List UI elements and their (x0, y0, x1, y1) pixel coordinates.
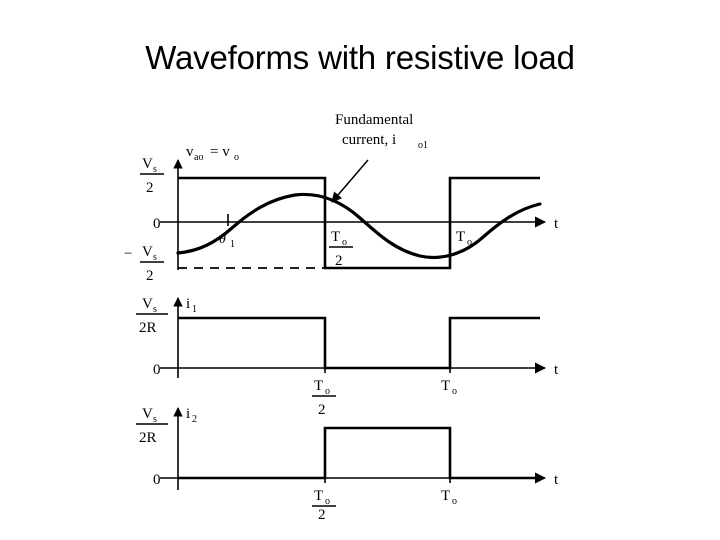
i2-y-label-denominator: 2R (139, 430, 157, 446)
i1-y-label-numerator: V (142, 296, 153, 312)
i2-x-label-half-period-numerator: T (314, 488, 323, 504)
i1-x-label-half-period-numerator: T (314, 378, 323, 394)
plot-output-voltage: Fundamental current, i o1 v ao = v o V s… (124, 112, 559, 284)
i1-signal-label: i 1 (186, 296, 197, 315)
i2-x-label-half-period-denominator: 2 (318, 507, 326, 520)
i1-x-label-half-period-numerator-sub: o (325, 386, 330, 397)
i1-y-label-amplitude: V s 2R (136, 296, 168, 336)
i2-signal-label: i 2 (186, 406, 197, 425)
i2-x-label-half-period-numerator-sub: o (325, 496, 330, 507)
i2-y-label-numerator: V (142, 406, 153, 422)
voltage-x-label-half-period-numerator-sub: o (342, 237, 347, 248)
fundamental-current-arrow (331, 159, 369, 203)
voltage-signal-label-sub-o: o (234, 152, 239, 163)
i1-x-label-half-period-denominator: 2 (318, 402, 326, 418)
i2-y-label-amplitude: V s 2R (136, 406, 168, 446)
voltage-x-label-period: T o (456, 229, 472, 248)
annotation-line-2-text: current, i (342, 132, 396, 148)
i1-y-label-numerator-sub: s (153, 304, 157, 315)
voltage-y-label-negative-sign: − (124, 246, 132, 262)
voltage-signal-label-sub-ao: ao (194, 152, 203, 163)
waveform-figure: Fundamental current, i o1 v ao = v o V s… (120, 110, 610, 520)
voltage-x-label-period-text: T (456, 229, 465, 245)
waveform-svg: Fundamental current, i o1 v ao = v o V s… (124, 112, 559, 520)
annotation-line-2: current, i o1 (342, 132, 428, 151)
voltage-axis-label-t: t (554, 216, 559, 232)
i1-y-label-denominator: 2R (139, 320, 157, 336)
voltage-y-label-negative-numerator: V (142, 244, 153, 260)
fundamental-current-sine (176, 192, 542, 260)
annotation-line-1: Fundamental (335, 112, 413, 128)
theta1-symbol: θ (219, 232, 226, 247)
i1-signal-label-text: i (186, 296, 190, 312)
i1-signal-label-subscript: 1 (192, 304, 197, 315)
i1-y-label-zero: 0 (153, 362, 161, 378)
voltage-x-label-period-sub: o (467, 237, 472, 248)
i1-x-label-half-period: T o 2 (312, 378, 336, 418)
voltage-signal-label-equals-v: = v (210, 144, 230, 160)
annotation-line-2-subscript: o1 (418, 140, 428, 151)
i2-y-label-zero: 0 (153, 472, 161, 488)
i2-x-label-period-sub: o (452, 496, 457, 507)
plot-current-i1: i 1 V s 2R 0 T o 2 T o t (136, 296, 559, 418)
i2-y-label-numerator-sub: s (153, 414, 157, 425)
i2-signal-label-text: i (186, 406, 190, 422)
i2-x-label-half-period: T o 2 (312, 488, 336, 520)
voltage-y-label-positive-numerator: V (142, 156, 153, 172)
voltage-y-label-negative: − V s 2 (124, 244, 164, 284)
voltage-signal-label-v: v (186, 144, 194, 160)
voltage-y-label-zero: 0 (153, 216, 161, 232)
i2-waveform (178, 426, 540, 480)
output-voltage-waveform (178, 176, 540, 270)
voltage-y-label-positive: V s 2 (140, 156, 164, 196)
i2-x-label-period-text: T (441, 488, 450, 504)
voltage-y-label-positive-denominator: 2 (146, 180, 154, 196)
theta1-subscript: 1 (230, 239, 235, 250)
i1-waveform (178, 316, 540, 370)
voltage-x-label-half-period-denominator: 2 (335, 253, 343, 269)
voltage-x-label-half-period: T o 2 (329, 229, 353, 269)
theta1-label: θ 1 (219, 232, 235, 250)
i1-x-label-period-sub: o (452, 386, 457, 397)
i1-axis-label-t: t (554, 362, 559, 378)
plot-current-i2: i 2 V s 2R 0 T o 2 T o t (136, 406, 559, 520)
i2-x-label-period: T o (441, 488, 457, 507)
voltage-y-label-negative-denominator: 2 (146, 268, 154, 284)
voltage-y-label-positive-numerator-sub: s (153, 164, 157, 175)
voltage-signal-label: v ao = v o (186, 144, 239, 163)
voltage-y-label-negative-numerator-sub: s (153, 252, 157, 263)
i2-axis-label-t: t (554, 472, 559, 488)
i1-x-label-period: T o (441, 378, 457, 397)
i2-signal-label-subscript: 2 (192, 414, 197, 425)
voltage-x-label-half-period-numerator: T (331, 229, 340, 245)
page-title: Waveforms with resistive load (145, 39, 575, 76)
i1-x-label-period-text: T (441, 378, 450, 394)
